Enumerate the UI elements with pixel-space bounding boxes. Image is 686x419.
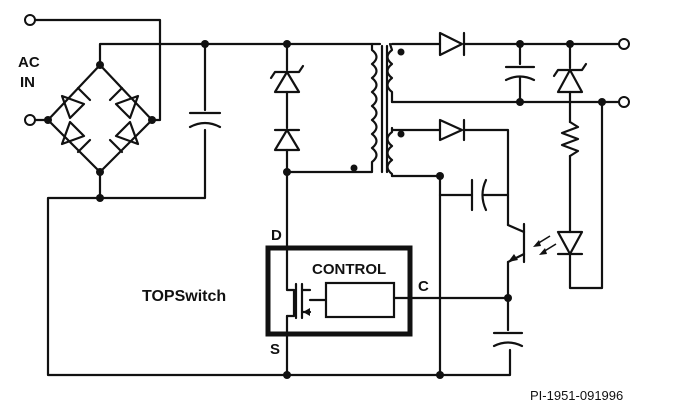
ac-in-label-line2: IN	[20, 74, 35, 91]
secondary-output	[390, 31, 622, 290]
pin-d-label: D	[271, 227, 282, 244]
terminals	[24, 14, 630, 126]
bulk-capacitor	[188, 42, 222, 129]
pin-c-label: C	[418, 278, 429, 295]
topswitch-label: TOPSwitch	[142, 288, 226, 305]
topswitch-ic	[265, 245, 510, 337]
primary-clamp	[269, 42, 305, 174]
ac-in-label-line1: AC	[18, 54, 40, 71]
part-code-label: PI-1951-091996	[530, 388, 623, 403]
bridge-rectifier	[46, 63, 154, 174]
junction-dots	[44, 40, 606, 379]
control-label: CONTROL	[312, 261, 386, 278]
bias-feedback	[390, 118, 557, 377]
drain-wiring	[285, 166, 374, 377]
transformer	[350, 42, 405, 178]
pin-s-label: S	[270, 341, 280, 358]
